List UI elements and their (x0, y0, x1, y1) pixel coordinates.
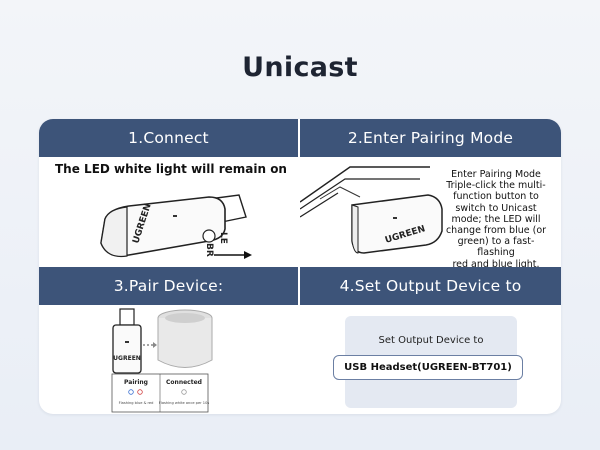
step-2-panel: UGREEN Enter Pairing Mode Triple-click t… (300, 157, 561, 267)
usb-dongle-illustration: UGREEN LE BR (100, 194, 252, 259)
instruction-line: red and blue light. (452, 258, 540, 267)
led-icon (173, 215, 177, 217)
connected-sub: Flashing white once per 10s (159, 401, 210, 405)
pairing-instructions: Enter Pairing Mode Triple-click the mult… (442, 169, 550, 267)
pairing-sub: Flashing blue & red (119, 401, 154, 405)
page-title: Unicast (242, 52, 358, 83)
output-device-select[interactable]: USB Headset(UGREEN-BT701) (333, 355, 523, 380)
instruction-line: green) to a fast-flashing (457, 236, 535, 259)
instruction-card: 1.Connect The LED white light will remai… (39, 119, 561, 414)
instruction-line: mode; the LED will (451, 213, 541, 225)
instruction-line: function button to (453, 191, 539, 203)
step-3-header: 3.Pair Device: (39, 267, 298, 305)
output-device-label: Set Output Device to (378, 335, 484, 346)
step-4-header: 4.Set Output Device to (300, 267, 561, 305)
switch-icon (202, 229, 216, 243)
step-1-header: 1.Connect (39, 119, 298, 157)
connected-label: Connected (166, 379, 202, 386)
step-2-header: 2.Enter Pairing Mode (300, 119, 561, 157)
switch-br-label: BR (204, 243, 214, 257)
instruction-line: Triple-click the multi- (446, 180, 546, 192)
step-3-panel: UGREEN Pairing Flashing blue & red Conne… (39, 305, 298, 414)
led-icon (393, 217, 397, 219)
led-icon (125, 341, 129, 343)
step-4-panel: Set Output Device to USB Headset(UGREEN-… (300, 305, 561, 414)
switch-le-label: LE (218, 232, 228, 244)
divider (298, 119, 300, 414)
pairing-label: Pairing (124, 379, 148, 386)
instruction-line: Enter Pairing Mode (451, 169, 541, 180)
speaker-icon (165, 313, 205, 323)
step-1-caption: The LED white light will remain on (55, 162, 287, 176)
brand-label: UGREEN (113, 355, 141, 362)
step-1-panel: The LED white light will remain on UGREE… (39, 157, 298, 267)
instruction-line: change from blue (or (445, 225, 547, 237)
instruction-line: switch to Unicast (455, 202, 537, 214)
laptop-dongle-illustration: UGREEN (300, 166, 443, 254)
pair-illustration: UGREEN Pairing Flashing blue & red Conne… (111, 308, 213, 413)
